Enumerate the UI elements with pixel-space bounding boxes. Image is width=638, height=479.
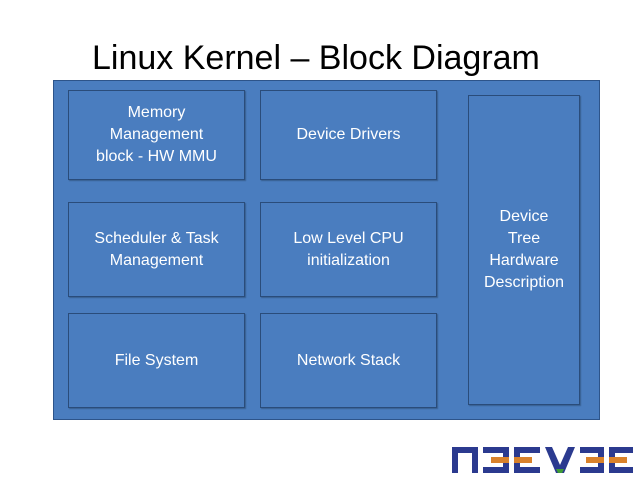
scheduler-label: Scheduler & Task Management (94, 229, 219, 269)
network-stack-block: Network Stack (260, 313, 437, 408)
neevee-logo (452, 447, 633, 473)
network-stack-label: Network Stack (296, 351, 401, 369)
memory-management-label: Memory Management block - HW MMU (96, 104, 217, 165)
device-drivers-label: Device Drivers (296, 126, 401, 143)
logo-letter-e2 (514, 447, 540, 473)
logo-letter-e1 (483, 447, 509, 473)
file-system-block: File System (68, 313, 245, 408)
logo-letter-e4 (609, 447, 633, 473)
file-system-label: File System (114, 351, 199, 369)
logo-letter-e3 (580, 447, 604, 473)
device-tree-block: Device Tree Hardware Description (468, 95, 580, 405)
scheduler-block: Scheduler & Task Management (68, 202, 245, 297)
cpu-init-label: Low Level CPU initialization (293, 229, 404, 269)
device-tree-label: Device Tree Hardware Description (483, 208, 565, 291)
logo-letter-v (545, 447, 575, 473)
page-title: Linux Kernel – Block Diagram (92, 39, 540, 77)
memory-management-block: Memory Management block - HW MMU (68, 90, 245, 180)
cpu-init-block: Low Level CPU initialization (260, 202, 437, 297)
logo-letter-n (452, 447, 478, 473)
device-drivers-block: Device Drivers (260, 90, 437, 180)
